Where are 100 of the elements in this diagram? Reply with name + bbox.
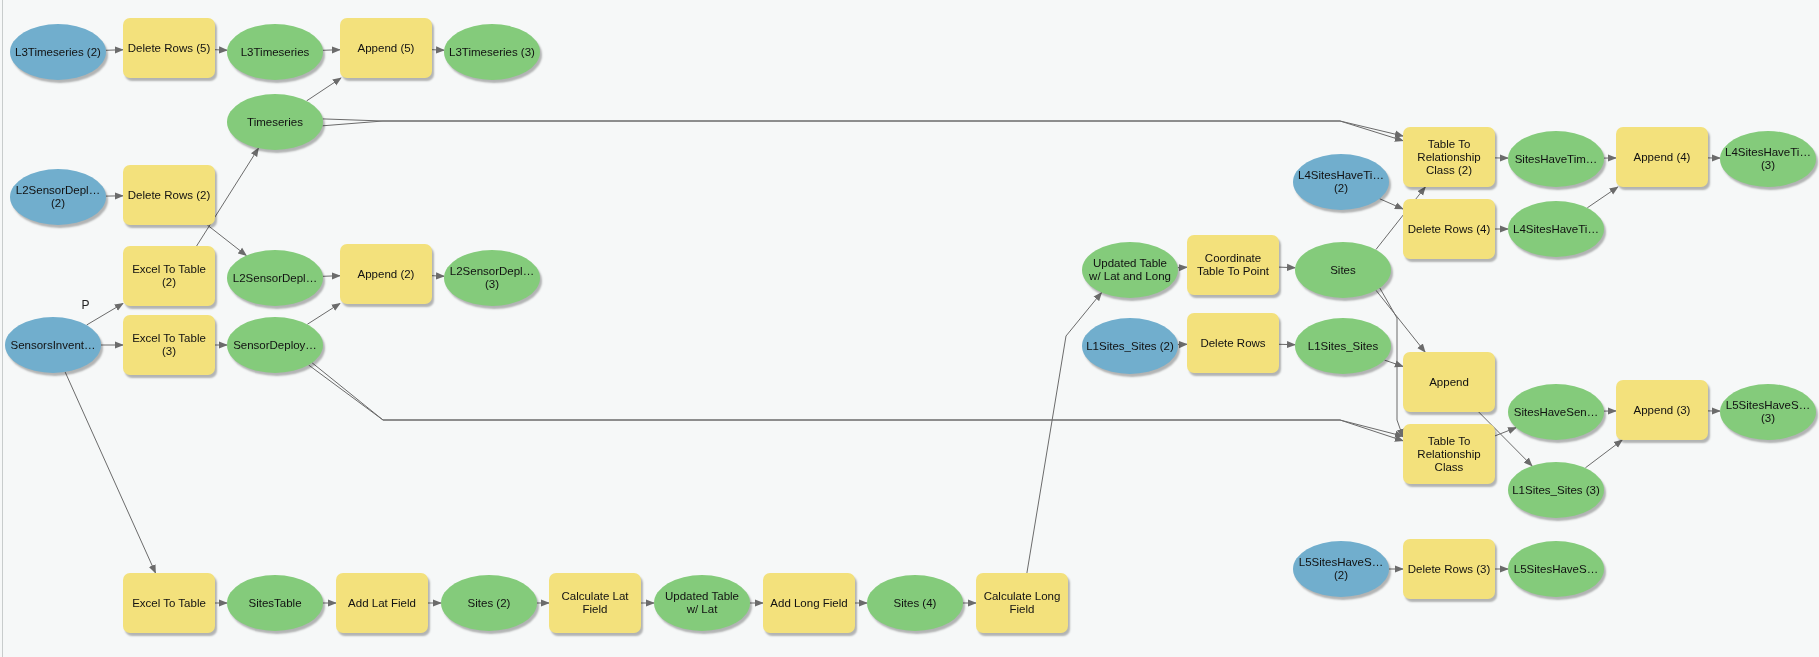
tool-box: [123, 165, 215, 225]
output-data-ellipse: [227, 24, 323, 80]
output-data-ellipse: [1508, 541, 1604, 597]
connector-arrow: [306, 77, 342, 102]
tool-box: [1403, 199, 1495, 259]
node-label: Calculate Lat Field: [560, 590, 630, 616]
node-label: L1Sites_Sites (3): [1511, 483, 1601, 497]
output-data-ellipse: [441, 575, 537, 631]
output-data-ellipse: [444, 250, 540, 306]
connector-arrow: [1603, 154, 1617, 162]
node-label: Add Long Field: [769, 596, 849, 610]
input-data-ellipse: [1293, 154, 1389, 210]
connector-arrow: [1494, 225, 1509, 233]
node-label: Sites (2): [466, 596, 512, 610]
connector-arrow: [196, 147, 259, 247]
connector-arrow: [1494, 565, 1509, 573]
input-data-ellipse: [10, 24, 106, 80]
connector-arrow: [1379, 198, 1404, 210]
node-label: Table To Relationship Class: [1416, 434, 1482, 474]
input-data-ellipse: [1293, 541, 1389, 597]
node-label: Excel To Table (3): [131, 332, 207, 358]
node-label: Updated Table w/ Lat and Long: [1088, 257, 1172, 283]
connector-arrow: [105, 192, 124, 200]
node-label: Delete Rows (3): [1406, 562, 1492, 576]
tool-box: [1403, 424, 1495, 484]
connector-arrow: [86, 302, 124, 326]
node-label: L5SitesHaveS… (3): [1724, 399, 1812, 425]
tool-box: [1403, 127, 1495, 187]
node-label: Updated Table w/ Lat: [664, 590, 740, 616]
input-data-ellipse: [10, 169, 106, 225]
node-label: Delete Rows (4): [1406, 222, 1492, 236]
connector-arrow: [1278, 263, 1296, 272]
node-label: SitesHaveTim…: [1513, 152, 1599, 166]
output-data-ellipse: [227, 250, 323, 306]
output-data-ellipse: [227, 94, 323, 150]
connector-arrow: [1584, 439, 1623, 469]
connector-arrow: [322, 272, 341, 280]
connector-arrow: [1494, 154, 1509, 162]
connector-arrow: [1379, 287, 1404, 438]
output-data-ellipse: [1295, 242, 1391, 298]
output-data-ellipse: [654, 575, 750, 631]
tool-box: [123, 315, 215, 375]
connector-arrow: [1177, 264, 1188, 272]
connector-arrow: [100, 341, 124, 349]
output-data-ellipse: [227, 575, 323, 631]
node-label: Sites: [1329, 263, 1357, 277]
node-label: SensorDeploy…: [232, 338, 318, 352]
tool-box: [1403, 352, 1495, 412]
tool-box: [1187, 235, 1279, 295]
connector-arrow: [1278, 340, 1296, 349]
output-data-ellipse: [1082, 242, 1178, 298]
connector-arrow: [962, 599, 977, 607]
output-data-ellipse: [1720, 384, 1816, 440]
node-label: L1Sites_Sites (2): [1085, 339, 1175, 353]
node-label: Table To Relationship Class (2): [1416, 137, 1482, 177]
node-label: L5SitesHaveS…: [1512, 562, 1600, 576]
node-label: Delete Rows (5): [126, 41, 212, 55]
connector-arrow: [64, 371, 156, 574]
node-label: Append (4): [1632, 150, 1692, 164]
node-label: L2SensorDepl… (3): [448, 265, 536, 291]
node-label: SitesTable: [247, 596, 303, 610]
connector-arrow: [536, 599, 550, 607]
output-data-ellipse: [227, 317, 323, 373]
connector-arrow: [640, 599, 655, 607]
node-label: Excel To Table (2): [131, 263, 207, 289]
connector-arrow: [749, 599, 764, 607]
node-label: Timeseries: [246, 115, 304, 129]
connector-arrow: [431, 46, 445, 54]
tool-box: [123, 573, 215, 633]
connector-arrow: [105, 46, 124, 54]
connector-arrow: [1384, 359, 1404, 368]
connector-arrow: [206, 224, 247, 257]
node-label: Excel To Table: [131, 596, 207, 610]
node-label: L2SensorDepl… (2): [14, 184, 102, 210]
output-data-ellipse: [1508, 462, 1604, 518]
connector-arrow: [1388, 565, 1404, 573]
tool-box: [1187, 313, 1279, 373]
node-label: Delete Rows: [1199, 336, 1267, 350]
node-label: Add Lat Field: [347, 596, 417, 610]
node-label: L3Timeseries: [239, 45, 311, 59]
node-label: Append (3): [1632, 403, 1692, 417]
connector-arrow: [427, 599, 442, 607]
node-label: L3Timeseries (2): [14, 45, 102, 59]
node-label: L4SitesHaveTi… (2): [1297, 169, 1385, 195]
input-data-ellipse: [1082, 318, 1178, 374]
node-label: Append (5): [356, 41, 416, 55]
connector-arrow: [1026, 291, 1103, 574]
node-label: Coordinate Table To Point: [1195, 252, 1270, 278]
node-label: SitesHaveSen…: [1512, 405, 1600, 419]
connector-arrow: [1586, 186, 1619, 209]
connector-arrow: [214, 46, 228, 54]
connector-arrow: [322, 46, 341, 54]
connector-arrow: [854, 599, 868, 607]
output-data-ellipse: [867, 575, 963, 631]
connector-arrow: [431, 272, 445, 280]
tool-box: [1616, 380, 1708, 440]
output-data-ellipse: [1508, 201, 1604, 257]
input-data-ellipse: [5, 317, 101, 373]
node-label: L2SensorDepl…: [231, 271, 319, 285]
node-label: Sites (4): [892, 596, 938, 610]
